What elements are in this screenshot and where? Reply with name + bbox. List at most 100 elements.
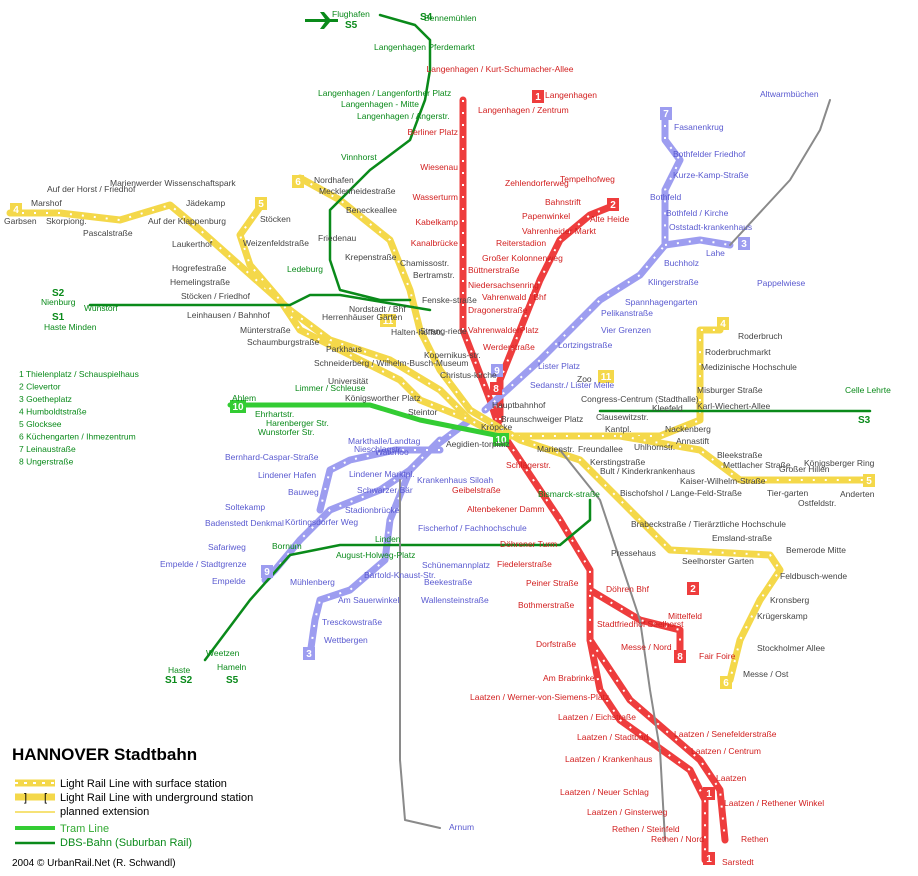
station-label: Papenwinkel [522, 211, 570, 221]
svg-text:1: 1 [706, 854, 712, 865]
route-line-blue-lahe [661, 236, 734, 249]
station-label: Wunstorfer Str. [258, 427, 315, 437]
station-label: Marshof [31, 198, 62, 208]
station-label: Uhlhornstr. [634, 442, 675, 452]
station-label: Medizinische Hochschule [701, 362, 797, 372]
station-label: Linden [375, 534, 401, 544]
station-label: Stockholmer Allee [757, 643, 825, 653]
route-stations-6 [299, 177, 782, 681]
station-label: Nordstadt / Bhf [349, 304, 406, 314]
station-label: Langenhagen / Kurt-Schumacher-Allee [427, 64, 574, 74]
station-label: Rethen [741, 834, 769, 844]
station-label: Werderstraße [483, 342, 535, 352]
line-badge-2: 2 [607, 198, 619, 211]
station-label: Limmer / Schleuse [295, 383, 366, 393]
sbahn-label: S3 [858, 415, 871, 426]
svg-text:1: 1 [535, 92, 541, 103]
line-badge-8: 8 [490, 382, 502, 395]
station-label: Mettlacher Straße [723, 460, 791, 470]
station-labels: Langenhagen / Kurt-Schumacher-AlleeLange… [4, 9, 891, 867]
station-label: Großer Kolonnenweg [482, 253, 563, 263]
station-label: Vahrenheider Markt [522, 226, 597, 236]
station-label: Annastift [676, 436, 710, 446]
station-label: Lortzingstraße [558, 340, 613, 350]
line-badge-5: 5 [255, 197, 267, 210]
route-line-grey-altwarm [729, 99, 831, 246]
station-label: Königsberger Ring [804, 458, 875, 468]
station-label: Wallensteinstraße [421, 595, 489, 605]
sbahn-label: S5 [226, 675, 239, 686]
station-label: VahrenwalderPlatz [468, 325, 539, 335]
route-line-red-messe [586, 586, 684, 659]
station-label: Laatzen / Werner-von-Siemens-Platz [470, 692, 609, 702]
line-list-item: 2 Clevertor [19, 382, 61, 392]
svg-text:11: 11 [383, 316, 394, 327]
line-badge-3: 3 [738, 237, 750, 250]
svg-text:5: 5 [866, 476, 872, 487]
station-label: Beekestraße [424, 577, 472, 587]
station-label: Bauweg [288, 487, 319, 497]
station-label: Lindener Marktpl. [349, 469, 415, 479]
station-label: Hemelingstraße [170, 277, 230, 287]
line-list-item: 5 Glocksee [19, 419, 62, 429]
station-label: Bemerode Mitte [786, 545, 846, 555]
station-label: Hauptbahnhof [492, 400, 546, 410]
station-label: Marienwerder Wissenschaftspark [110, 178, 236, 188]
station-label: Kantpl. [605, 424, 631, 434]
station-label: Nieschlagstr. [354, 444, 403, 454]
station-label: Karl-Wiechert-Allee [697, 401, 770, 411]
station-label: Döhren Bhf [606, 584, 650, 594]
station-label: Lahe [706, 248, 725, 258]
line-badge-5: 5 [863, 474, 875, 487]
svg-text:4: 4 [13, 205, 19, 216]
station-label: Safariweg [208, 542, 246, 552]
line-badge-10: 10 [493, 433, 509, 446]
station-label: Weizenfeldstraße [243, 238, 309, 248]
station-label: Strang-riede [420, 326, 467, 336]
station-label: Nackenberg [665, 424, 711, 434]
station-label: Krügerskamp [757, 611, 808, 621]
svg-text:10: 10 [232, 402, 244, 413]
station-label: Bothfelder Friedhof [673, 149, 746, 159]
station-label: Laatzen / Stadtbad [577, 732, 649, 742]
legend-underground: Light Rail Line with underground station [60, 792, 253, 804]
station-label: Kabelkamp [415, 217, 458, 227]
station-label: Feldbusch-wende [780, 571, 847, 581]
station-label: Bernhard-Caspar-Straße [225, 452, 319, 462]
svg-text:7: 7 [663, 109, 669, 120]
station-label: Fischerhof / Fachhochschule [418, 523, 527, 533]
station-label: Langenhagen [545, 90, 597, 100]
legend: HANNOVER Stadtbahn Light Rail Line with … [12, 745, 253, 869]
station-label: Hameln [217, 662, 247, 672]
line-list-item: 8 Ungerstraße [19, 457, 74, 467]
station-label: Roderbruchmarkt [705, 347, 771, 357]
station-label: Schneiderberg / Wilhelm-Busch-Museum [314, 358, 468, 368]
station-label: Tresckowstraße [322, 617, 382, 627]
station-label: Seelhorster Garten [682, 556, 754, 566]
station-label: Langenhagen / Zentrum [478, 105, 569, 115]
station-label: Stöcken / Friedhof [181, 291, 251, 301]
station-label: Leinhausen / Bahnhof [187, 310, 270, 320]
station-label: Kanalbrücke [411, 238, 459, 248]
station-label: Dragonerstraße [468, 305, 528, 315]
station-label: Steintor [408, 407, 437, 417]
station-label: Bennemühlen [424, 13, 477, 23]
station-label: Sarstedt [722, 857, 754, 867]
station-label: Krankenhaus Siloah [417, 475, 493, 485]
station-label: Langenhagen Pferdemarkt [374, 42, 475, 52]
station-label: Beneckeallee [346, 205, 397, 215]
svg-text:8: 8 [677, 652, 683, 663]
line-badge-2: 2 [687, 582, 699, 595]
route-line-grey-freight [559, 449, 666, 841]
station-label: Am Sauerwinkel [338, 595, 400, 605]
station-label: Bischofshol / Lange-Feld-Straße [620, 488, 742, 498]
legend-underground-mark: ] [24, 792, 27, 804]
station-label: Kronsberg [770, 595, 809, 605]
station-label: Stadionbrücke [345, 505, 400, 515]
legend-dbs: DBS-Bahn (Suburban Rail) [60, 837, 192, 849]
station-label: Langenhagen - Mitte [341, 99, 419, 109]
route-line-green-dbs-south [203, 498, 592, 662]
svg-text:1: 1 [706, 789, 712, 800]
svg-text:3: 3 [306, 649, 312, 660]
